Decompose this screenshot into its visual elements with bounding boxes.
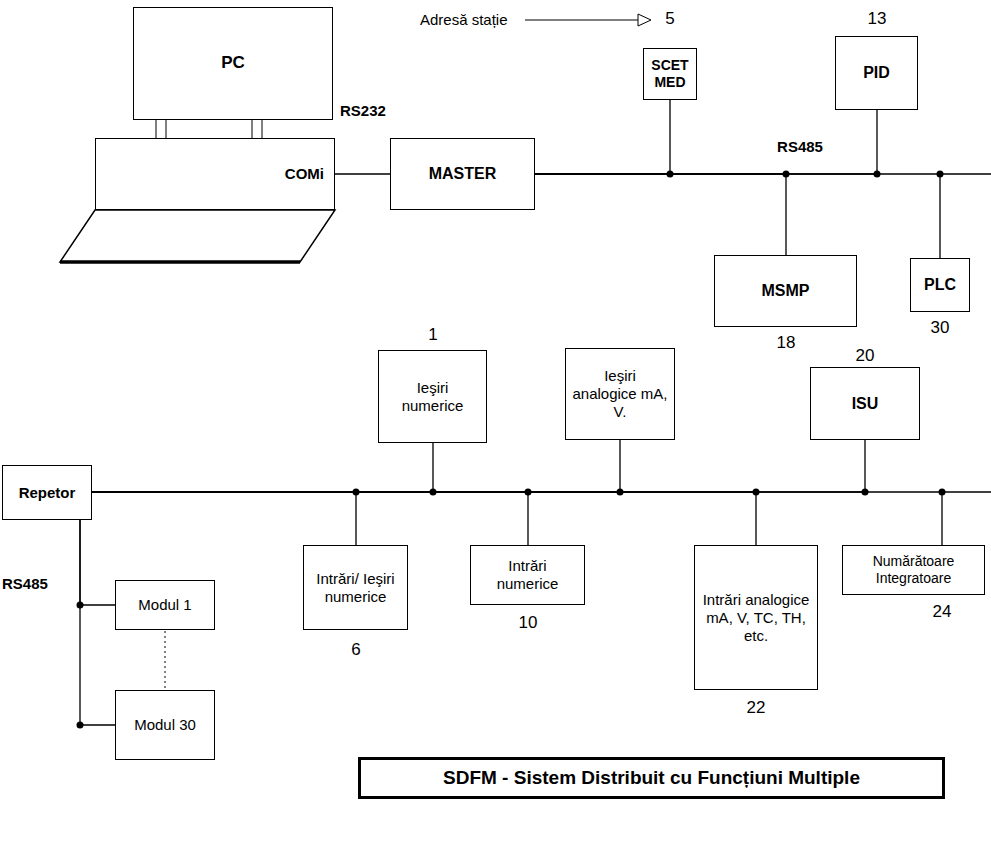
bus-line xyxy=(92,492,942,545)
pointer-arrowhead xyxy=(638,14,651,26)
module-box: ISU xyxy=(810,367,920,440)
address-note: Adresă stație xyxy=(420,11,508,29)
bus-line xyxy=(92,492,356,545)
station-address: 20 xyxy=(856,346,875,366)
box-label: Ieşiri analogice mA, V. xyxy=(572,367,668,421)
master-box: MASTER xyxy=(390,138,535,210)
bus-line xyxy=(535,110,877,174)
bus-line xyxy=(535,100,670,174)
station-box: SCET MED xyxy=(643,48,697,100)
module-box: Numărătoare Integratoare xyxy=(842,545,985,595)
station-box: MSMP xyxy=(714,255,857,327)
box-label: Numărătoare Integratoare xyxy=(849,553,978,587)
bus-line xyxy=(92,443,433,492)
module-box: Ieşiri numerice xyxy=(378,350,487,443)
bus-line xyxy=(535,174,786,255)
station-address: 1 xyxy=(428,325,437,345)
continuation-dots xyxy=(165,631,166,689)
module-box: Modul 30 xyxy=(115,690,215,760)
station-address: 6 xyxy=(351,640,360,660)
bus-line xyxy=(80,520,115,725)
box-label: PLC xyxy=(924,275,956,294)
keyboard-base xyxy=(60,210,335,262)
box-label: Intrări numerice xyxy=(477,557,578,593)
module-box: Intrări/ Ieşiri numerice xyxy=(303,545,408,630)
monitor-stand xyxy=(252,119,262,139)
bus-line xyxy=(80,520,115,605)
station-address: 22 xyxy=(747,698,766,718)
box-label: Modul 1 xyxy=(138,596,191,614)
station-address: 18 xyxy=(777,333,796,353)
box-label: Repetor xyxy=(19,484,76,502)
bus-extension xyxy=(942,491,991,492)
keyboard-edge xyxy=(60,260,300,264)
title-box: SDFM - Sistem Distribuit cu Funcțiuni Mu… xyxy=(358,757,945,799)
bus-line xyxy=(92,440,865,492)
bus-line xyxy=(535,174,940,258)
box-label: ISU xyxy=(852,394,879,413)
box-label: Ieşiri numerice xyxy=(385,379,480,415)
monitor-stand xyxy=(156,119,166,139)
bus-label: RS485 xyxy=(777,138,823,156)
module-box: Modul 1 xyxy=(115,580,215,630)
repeater-box: Repetor xyxy=(2,465,92,520)
bus-line xyxy=(92,440,620,492)
link-label: RS232 xyxy=(340,102,386,120)
station-address: 24 xyxy=(933,602,952,622)
box-label: MASTER xyxy=(429,164,497,183)
box-label: Modul 30 xyxy=(134,716,196,734)
bus-extension xyxy=(940,173,991,174)
box-label: MSMP xyxy=(762,281,810,300)
bus-label: RS485 xyxy=(2,575,48,593)
serial-link xyxy=(335,173,390,174)
computer-base: COMi xyxy=(95,138,335,210)
monitor-box: PC xyxy=(133,7,333,120)
junction-dots xyxy=(77,171,946,729)
box-label: COMi xyxy=(285,165,324,183)
station-address: 30 xyxy=(931,318,950,338)
bus-line xyxy=(92,492,756,545)
station-address: 10 xyxy=(519,613,538,633)
box-label: PID xyxy=(863,63,890,82)
station-box: PID xyxy=(835,36,918,110)
pointer-arrow xyxy=(525,20,640,21)
box-label: Intrări analogice mA, V, TC, TH, etc. xyxy=(701,591,811,645)
module-box: Ieşiri analogice mA, V. xyxy=(565,348,675,440)
module-box: Intrări analogice mA, V, TC, TH, etc. xyxy=(694,545,818,690)
station-box: PLC xyxy=(910,258,970,312)
station-address: 5 xyxy=(665,9,674,29)
box-label: PC xyxy=(221,53,245,73)
module-box: Intrări numerice xyxy=(470,545,585,605)
box-label: SCET MED xyxy=(647,57,693,91)
station-address: 13 xyxy=(868,9,887,29)
title-text: SDFM - Sistem Distribuit cu Funcțiuni Mu… xyxy=(443,767,860,790)
bus-line xyxy=(92,492,528,545)
box-label: Intrări/ Ieşiri numerice xyxy=(310,570,401,606)
